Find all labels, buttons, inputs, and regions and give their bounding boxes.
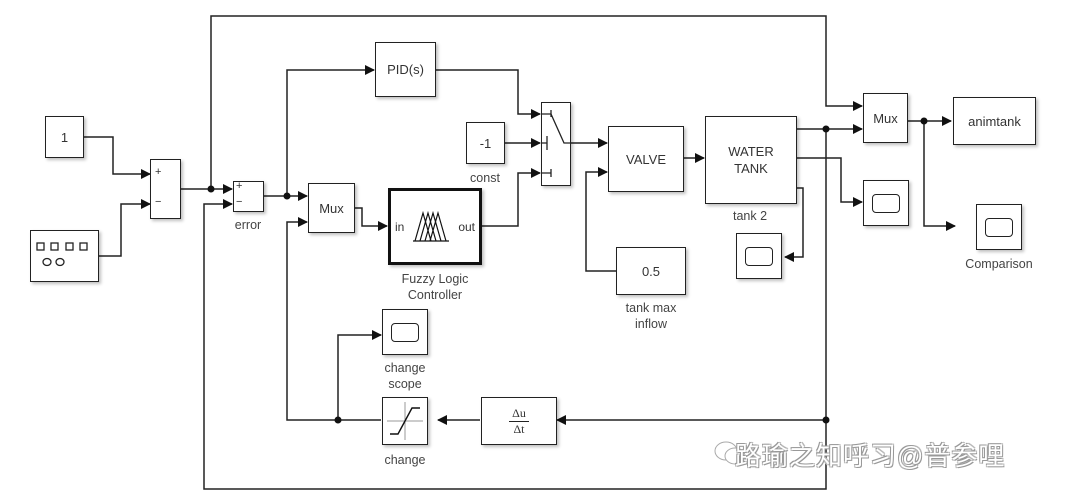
- line-change-scope: [337, 330, 382, 420]
- fuzzy-label: Fuzzy Logic Controller: [380, 271, 490, 303]
- fuzzy-logic-controller-block[interactable]: in out: [388, 188, 482, 265]
- sum-minus-sign: −: [155, 196, 162, 208]
- tank-scope-block[interactable]: [736, 233, 782, 279]
- derivative-block[interactable]: Δu Δt: [481, 397, 557, 445]
- tank-max-inflow-block[interactable]: 0.5: [616, 247, 686, 295]
- fuzzy-label-line2: Controller: [407, 288, 463, 302]
- tank-max-value: 0.5: [641, 263, 661, 279]
- fuzzy-out-port: out: [458, 219, 475, 234]
- wechat-icon: [714, 441, 746, 465]
- derivative-denominator: Δt: [513, 421, 525, 436]
- animtank-block[interactable]: animtank: [953, 97, 1036, 145]
- error-label: error: [234, 218, 262, 232]
- line-feedback-bottom: [203, 199, 827, 490]
- line-fuzzy-switch: [482, 168, 541, 227]
- line-tank-tankscope: [784, 187, 804, 262]
- constant-neg1-value: -1: [479, 135, 492, 151]
- mux-text: Mux: [319, 200, 344, 216]
- comparison-scope-block[interactable]: [976, 204, 1022, 250]
- constant-1-block[interactable]: 1: [45, 116, 84, 158]
- output-scope-block[interactable]: [863, 180, 909, 226]
- saturation-icon: [387, 402, 423, 440]
- water-tank-line2: TANK: [734, 161, 768, 176]
- line-pid-switch: [436, 69, 541, 119]
- tank-max-label: tank max inflow: [611, 300, 691, 332]
- tank-2-label: tank 2: [732, 209, 768, 223]
- change-saturation-block[interactable]: [382, 397, 428, 445]
- water-tank-line1: WATER: [728, 144, 774, 159]
- scope-icon: [985, 217, 1013, 237]
- water-tank-text: WATER TANK: [728, 143, 774, 177]
- pid-block[interactable]: PID(s): [375, 42, 436, 97]
- change-scope-label: change scope: [375, 360, 435, 392]
- change-scope-label-line1: change: [384, 361, 426, 375]
- animtank-text: animtank: [968, 113, 1021, 129]
- mux-block-1[interactable]: Mux: [308, 183, 355, 233]
- mux2-text: Mux: [873, 110, 898, 126]
- constant-value: 1: [60, 129, 69, 145]
- mux-block-2[interactable]: Mux: [863, 93, 908, 143]
- membership-functions-icon: [413, 210, 450, 242]
- junction-dots: [207, 117, 928, 424]
- sum-plus-sign: +: [155, 166, 162, 178]
- constant-neg1-block[interactable]: -1: [466, 122, 505, 164]
- valve-text: VALVE: [626, 151, 666, 167]
- line-mux2-comparison: [923, 121, 956, 231]
- scope-icon: [872, 193, 900, 213]
- scope-icon: [745, 246, 773, 266]
- valve-block[interactable]: VALVE: [608, 126, 684, 192]
- multiport-switch-block[interactable]: [541, 102, 571, 186]
- change-scope-block[interactable]: [382, 309, 428, 355]
- fuzzy-label-line1: Fuzzy Logic: [401, 272, 469, 286]
- const-label: const: [470, 171, 500, 185]
- change-scope-label-line2: scope: [388, 377, 422, 391]
- tank-max-label-line1: tank max: [625, 301, 677, 315]
- error-plus-sign: +: [236, 180, 243, 192]
- line-tank-scope: [797, 157, 863, 207]
- fuzzy-in-port: in: [395, 219, 405, 234]
- derivative-numerator: Δu: [509, 406, 529, 422]
- water-tank-block[interactable]: WATER TANK: [705, 116, 797, 204]
- sum-block[interactable]: [150, 159, 181, 219]
- comparison-label: Comparison: [965, 257, 1033, 271]
- signal-builder-icon: [35, 242, 88, 267]
- line-tankmax-valve: [585, 167, 616, 272]
- scope-icon: [391, 322, 419, 342]
- line-change-mux: [286, 217, 381, 421]
- line-signal-sum: [99, 199, 151, 257]
- change-label: change: [384, 453, 426, 467]
- signal-builder-block[interactable]: [30, 230, 99, 282]
- error-minus-sign: −: [236, 196, 243, 208]
- watermark-text: 路瑜之知呼习@普参哩: [735, 441, 1006, 471]
- pid-text: PID(s): [387, 62, 424, 77]
- tank-max-label-line2: inflow: [635, 317, 667, 331]
- error-sum-block[interactable]: [233, 181, 264, 212]
- line-mux-fuzzy: [355, 207, 388, 231]
- line-error-pid: [286, 65, 375, 196]
- line-const1-sum: [84, 136, 151, 179]
- line-outer-loop-top: [210, 15, 863, 189]
